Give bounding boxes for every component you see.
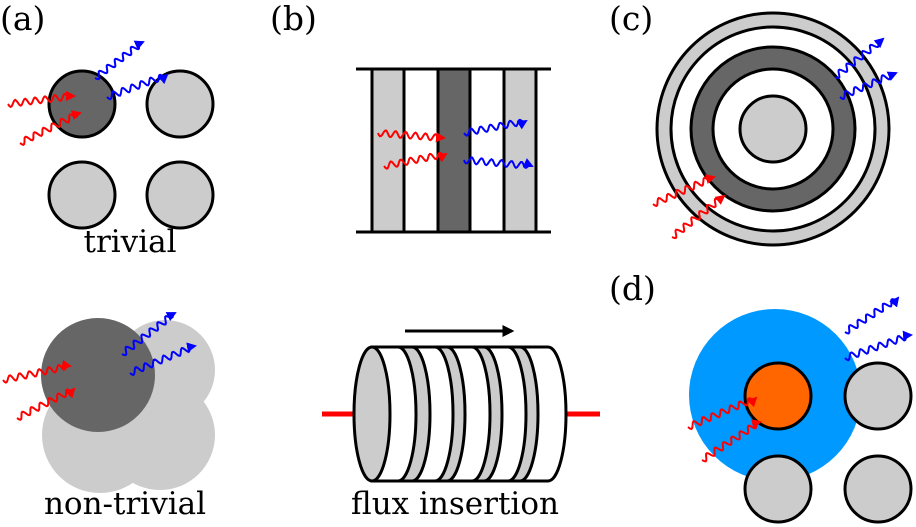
- light-disk: [843, 454, 913, 524]
- panel-a-nontrivial: [41, 318, 215, 493]
- wave-arrows: [2, 37, 913, 463]
- red-wavy-arrow-icon: [16, 387, 76, 421]
- red-wavy-arrow-icon: [7, 91, 76, 109]
- ring-band: [471, 345, 504, 483]
- cylinder-end-face: [352, 345, 392, 483]
- red-wavy-arrow-icon: [687, 396, 758, 431]
- panel-a-trivial: [47, 69, 215, 230]
- inner-light-disk: [738, 94, 808, 164]
- blue-wavy-arrow-icon: [94, 40, 145, 81]
- blue-wavy-arrow-icon: [106, 73, 169, 101]
- red-wavy-arrow-icon: [19, 110, 82, 146]
- red-wavy-arrow-icon: [671, 194, 726, 240]
- dark-stripe: [436, 67, 472, 234]
- ring-band: [507, 345, 540, 483]
- red-wavy-arrow-icon: [701, 419, 762, 463]
- caption-non-trivial: non-trivial: [44, 486, 206, 522]
- blue-wavy-arrow-icon: [834, 37, 885, 80]
- panel-d: [689, 309, 913, 524]
- panel-b-cylinder: [322, 325, 600, 483]
- panel-a-label: (a): [0, 0, 45, 38]
- light-stripe: [370, 67, 406, 234]
- light-disk: [743, 454, 813, 524]
- light-disk: [145, 160, 215, 230]
- blue-wavy-arrow-icon: [463, 118, 528, 137]
- caption-trivial: trivial: [83, 224, 176, 260]
- blue-wavy-arrow-icon: [121, 312, 177, 357]
- panel-b-stripes: [356, 67, 551, 234]
- panel-b-label: (b): [270, 0, 317, 38]
- panel-c-rings: [655, 11, 891, 247]
- white-stripe: [468, 67, 506, 234]
- light-disk: [47, 160, 117, 230]
- blue-wavy-arrow-icon: [844, 330, 913, 362]
- red-wavy-arrow-icon: [2, 359, 72, 384]
- white-stripe: [402, 67, 440, 234]
- caption-flux-insertion: flux insertion: [351, 486, 559, 522]
- light-disk: [145, 69, 215, 139]
- light-stripe: [502, 67, 538, 234]
- orange-disk: [743, 361, 813, 431]
- light-disk: [843, 361, 913, 431]
- blue-wavy-arrow-icon: [839, 71, 898, 101]
- red-wavy-arrow-icon: [652, 174, 716, 208]
- panel-c-label: (c): [609, 0, 653, 38]
- ring-band: [434, 345, 467, 483]
- ring-band: [397, 345, 432, 483]
- blue-wavy-arrow-icon: [844, 296, 900, 335]
- dark-blob: [41, 318, 155, 432]
- red-wavy-arrow-icon: [377, 129, 446, 143]
- red-wavy-arrow-icon: [383, 151, 448, 170]
- blue-wavy-arrow-icon: [129, 342, 197, 377]
- panel-d-label: (d): [609, 269, 656, 308]
- blue-wavy-arrow-icon: [463, 156, 534, 169]
